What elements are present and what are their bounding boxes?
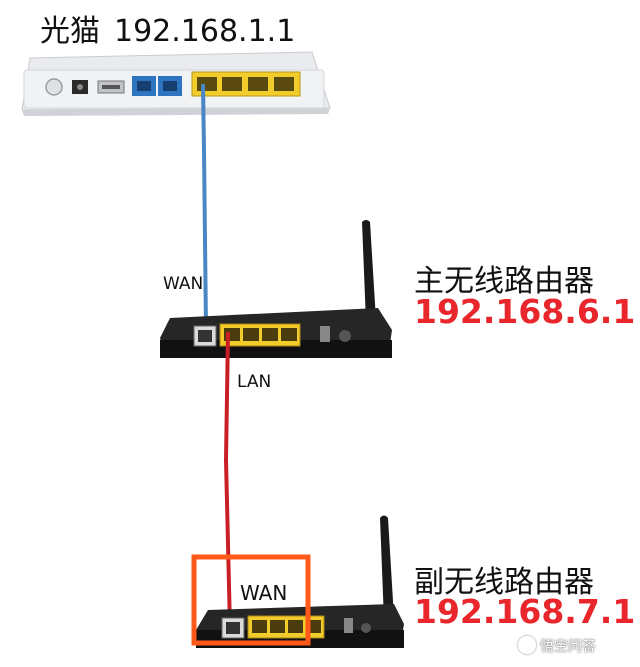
usb-port-icon	[102, 85, 120, 89]
sub-wan-port-label: WAN	[240, 581, 288, 605]
main-lan-ports	[219, 323, 301, 347]
blue-cable	[201, 83, 208, 331]
sub-wan-port-icon	[226, 622, 240, 634]
sub-switch-icon	[344, 618, 353, 633]
main-switch-icon	[320, 326, 330, 342]
watermark-logo-icon	[518, 636, 536, 654]
main-wan-port-icon	[198, 330, 212, 342]
modem-lan-ports	[191, 71, 301, 97]
modem-label: 光猫 192.168.1.1	[40, 6, 295, 50]
sub-router-name: 副无线路由器	[414, 565, 594, 600]
sub-lan-ports	[247, 615, 325, 639]
watermark: 悟空问答	[518, 636, 596, 656]
phone-ports	[132, 76, 182, 96]
main-lan-port-label: LAN	[237, 372, 272, 392]
optical-modem	[21, 51, 331, 116]
sub-antenna-icon	[380, 515, 394, 620]
sub-wan-highlight-box	[191, 554, 311, 646]
main-router-ip: 192.168.6.1	[414, 292, 636, 331]
main-router-name: 主无线路由器	[414, 264, 594, 299]
power-button-icon	[45, 78, 63, 96]
red-cable	[223, 331, 232, 629]
main-router	[160, 220, 392, 358]
main-antenna-icon	[362, 220, 376, 322]
modem-name: 光猫	[40, 14, 100, 49]
watermark-text: 悟空问答	[540, 639, 596, 655]
sub-router	[196, 515, 404, 648]
modem-ip: 192.168.1.1	[114, 14, 296, 49]
sub-router-ip: 192.168.7.1	[414, 592, 636, 631]
main-wan-port-label: WAN	[163, 274, 204, 294]
